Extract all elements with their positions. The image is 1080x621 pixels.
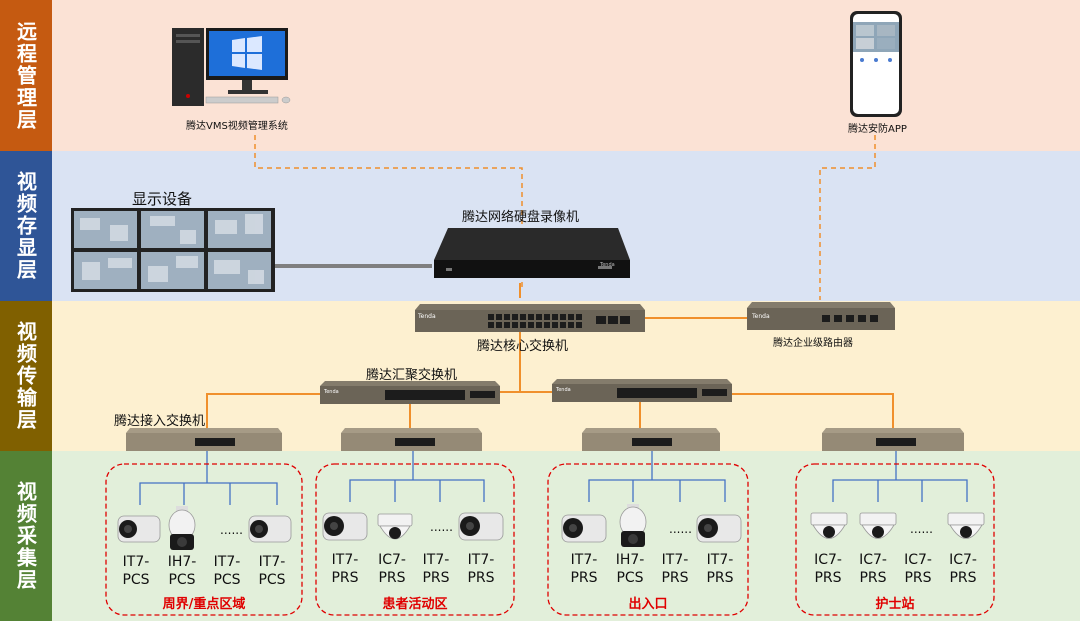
zone-label: 患者活动区 xyxy=(382,597,448,612)
bullet-camera-icon xyxy=(561,514,607,543)
bullet-camera-icon xyxy=(248,515,292,543)
camera-label: IT7-PRS xyxy=(570,552,598,586)
ellipsis: ...... xyxy=(910,522,933,536)
camera-label: IC7-PRS xyxy=(904,552,932,586)
camera-label: IT7-PRS xyxy=(331,552,359,586)
zone-label: 出入口 xyxy=(628,597,668,612)
bullet-camera-icon xyxy=(322,512,368,541)
ptz-camera-icon xyxy=(619,504,647,547)
aggregation-switch-left-icon xyxy=(320,381,500,404)
layer-label-remote: 远程管理层 xyxy=(0,0,52,151)
dome-camera-icon xyxy=(859,512,897,539)
router-label: 腾达企业级路由器 xyxy=(773,338,853,349)
ellipsis: ...... xyxy=(220,523,243,537)
bullet-camera-icon xyxy=(117,515,161,543)
agg-right-brand: Tenda xyxy=(556,387,571,393)
camera-label: IC7-PRS xyxy=(949,552,977,586)
mobile-phone-icon xyxy=(850,11,902,117)
camera-label: IT7-PRS xyxy=(422,552,450,586)
agg-switch-label: 腾达汇聚交换机 xyxy=(366,368,458,383)
router-icon xyxy=(747,302,895,330)
ellipsis: ...... xyxy=(430,520,453,534)
layer-label-storage-display: 视频存显层 xyxy=(0,151,52,301)
aggregation-switch-right-icon xyxy=(552,379,732,402)
camera-label: IT7-PCS xyxy=(258,554,286,588)
camera-label: IC7-PRS xyxy=(859,552,887,586)
desktop-pc-icon xyxy=(172,28,291,106)
access-switch-1-icon xyxy=(126,428,282,451)
camera-label: IT7-PCS xyxy=(213,554,241,588)
dome-camera-icon xyxy=(810,512,848,539)
router-brand: Tenda xyxy=(752,313,770,320)
display-label: 显示设备 xyxy=(132,190,193,208)
app-label: 腾达安防APP xyxy=(848,124,907,135)
nvr-brand: Tenda xyxy=(600,262,615,268)
core-switch-label: 腾达核心交换机 xyxy=(477,339,569,354)
camera-label: IH7-PCS xyxy=(167,554,197,588)
access-switch-label: 腾达接入交换机 xyxy=(114,414,206,429)
vms-label: 腾达VMS视频管理系统 xyxy=(186,121,288,132)
camera-label: IT7-PRS xyxy=(661,552,689,586)
zone-label: 护士站 xyxy=(875,597,915,612)
access-switch-4-icon xyxy=(822,428,964,451)
camera-label: IH7-PCS xyxy=(615,552,645,586)
dome-camera-icon xyxy=(377,513,413,540)
dome-camera-icon xyxy=(947,512,985,539)
agg-left-brand: Tenda xyxy=(324,389,339,395)
ellipsis: ...... xyxy=(669,522,692,536)
ptz-camera-icon xyxy=(168,506,196,550)
camera-label: IC7-PRS xyxy=(378,552,406,586)
zone-label: 周界/重点区域 xyxy=(162,597,246,612)
access-switch-2-icon xyxy=(341,428,482,451)
core-switch-icon xyxy=(415,304,645,332)
camera-label: IT7-PRS xyxy=(467,552,495,586)
layer-label-transmission: 视频传输层 xyxy=(0,301,52,451)
core-switch-brand: Tenda xyxy=(418,313,436,320)
video-wall-display-icon xyxy=(71,208,275,292)
bullet-camera-icon xyxy=(696,514,742,543)
access-switch-3-icon xyxy=(582,428,720,451)
camera-label: IC7-PRS xyxy=(814,552,842,586)
camera-links xyxy=(139,451,968,505)
layer-label-capture: 视频采集层 xyxy=(0,451,52,621)
nvr-label: 腾达网络硬盘录像机 xyxy=(462,210,580,225)
bullet-camera-icon xyxy=(458,512,504,541)
nvr-device-icon xyxy=(434,228,630,278)
camera-label: IT7-PCS xyxy=(122,554,150,588)
camera-label: IT7-PRS xyxy=(706,552,734,586)
